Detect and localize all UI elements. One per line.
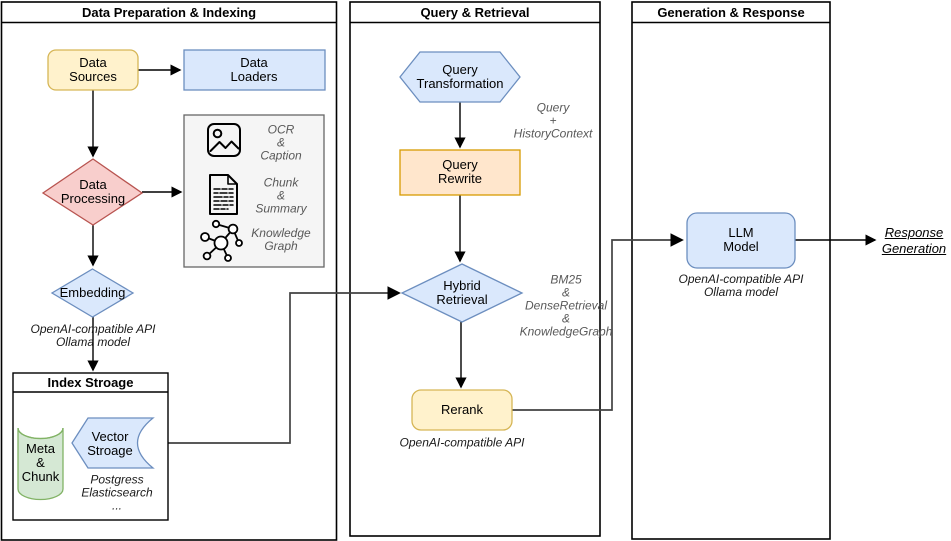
llm-model-label: LLM Model (723, 225, 759, 254)
hybrid-retrieval-diamond (400, 263, 524, 323)
lane-title-generation-response: Generation & Response (657, 5, 805, 20)
embedding-note: OpenAI-compatible API Ollama model (30, 322, 156, 349)
query-transformation-hexagon (399, 51, 521, 103)
llm-note: OpenAI-compatible API Ollama model (678, 272, 804, 299)
query-transformation-label: Query Transformation (416, 62, 504, 91)
data-processing-diamond (41, 158, 144, 226)
image-icon (207, 123, 241, 157)
data-loaders-shape (183, 49, 326, 91)
knowledge-graph-icon (200, 219, 243, 262)
retrieval-methods-note: BM25 & DenseRetrieval & KnowledgeGraph (519, 272, 613, 339)
meta-chunk-cylinder (17, 427, 64, 501)
data-sources-shape (47, 49, 139, 91)
rerank-label: Rerank (441, 402, 483, 417)
rerank-shape (411, 389, 513, 431)
vector-storage-label: Vector Stroage (87, 429, 133, 458)
query-context-note: Query + HistoryContext (513, 100, 593, 141)
chunk-summary-label: Chunk & Summary (255, 175, 307, 216)
hybrid-retrieval-label: Hybrid Retrieval (436, 278, 488, 307)
edge-rerank-to-llm-model (512, 233, 684, 411)
embedding-diamond (50, 268, 135, 318)
edge-vector-storage-to-hybrid-retrieval (153, 286, 401, 444)
vector-storage-shape (71, 417, 155, 469)
response-generation-label: Response Generation (881, 225, 947, 256)
lane-title-data-preparation: Data Preparation & Indexing (81, 5, 257, 20)
lane-generation-response (631, 1, 831, 540)
query-rewrite-shape (399, 149, 521, 196)
meta-chunk-label: Meta & Chunk (21, 441, 60, 484)
llm-model-shape (686, 212, 796, 269)
rerank-note: OpenAI-compatible API (399, 435, 525, 450)
lane-data-preparation (0, 1, 338, 541)
query-rewrite-label: Query Rewrite (437, 157, 483, 186)
knowledge-graph-label: Knowledge Graph (251, 226, 311, 253)
index-storage-title: Index Stroage (47, 375, 134, 390)
lane-title-query-retrieval: Query & Retrieval (420, 5, 530, 20)
data-processing-label: Data Processing (60, 177, 126, 206)
ocr-caption-label: OCR & Caption (260, 122, 302, 163)
data-loaders-label: Data Loaders (230, 55, 278, 84)
document-icon (209, 174, 238, 215)
lane-query-retrieval (349, 1, 601, 537)
embedding-label: Embedding (59, 285, 126, 300)
data-sources-label: Data Sources (69, 55, 117, 84)
storage-backends-note: Postgress Elasticsearch ... (81, 472, 153, 513)
